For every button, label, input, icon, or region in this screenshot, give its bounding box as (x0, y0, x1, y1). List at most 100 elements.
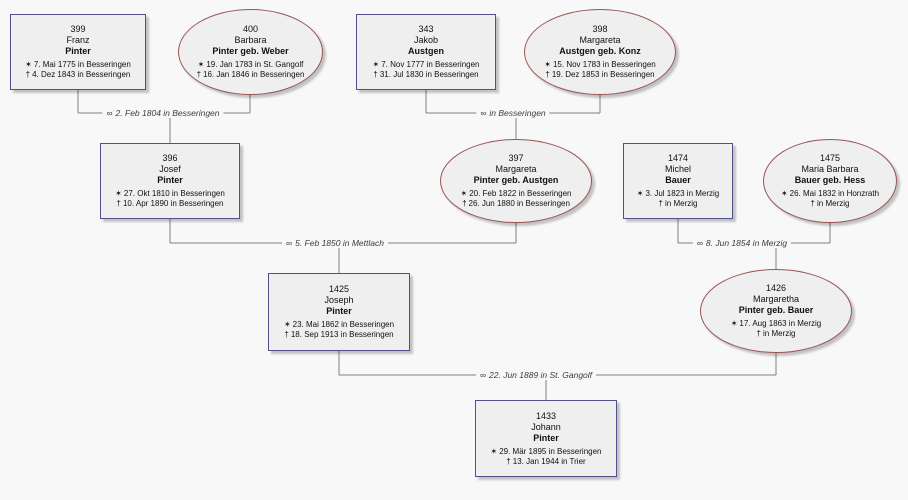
death-line: †31. Jul 1830 in Besseringen (373, 70, 478, 80)
person-card-398[interactable]: 398 Margareta Austgen geb. Konz ✶15. Nov… (524, 9, 676, 95)
person-id: 1426 (765, 283, 787, 293)
death-cross-icon: † (284, 330, 289, 339)
death-line: †26. Jun 1880 in Besseringen (462, 199, 570, 209)
person-id: 398 (592, 24, 608, 34)
person-id: 343 (418, 24, 434, 34)
surname: Pinter (533, 432, 559, 443)
surname: Pinter geb. Austgen (473, 175, 559, 185)
person-id: 1433 (535, 410, 557, 421)
person-card-399[interactable]: 399 Franz Pinter ✶7. Mai 1775 in Besseri… (10, 14, 146, 90)
birth-text: 15. Nov 1783 in Besseringen (552, 60, 656, 69)
given-name: Jakob (413, 35, 439, 45)
marriage-text: 8. Jun 1854 in Merzig (705, 238, 788, 248)
person-id: 1475 (819, 153, 841, 163)
death-text: in Merzig (763, 329, 796, 338)
person-card-1474[interactable]: 1474 Michel Bauer ✶3. Jul 1823 in Merzig… (623, 143, 733, 219)
person-card-343[interactable]: 343 Jakob Austgen ✶7. Nov 1777 in Besser… (356, 14, 496, 90)
birth-text: 29. Mär 1895 in Besseringen (499, 446, 602, 456)
death-cross-icon: † (658, 199, 663, 208)
birth-line: ✶3. Jul 1823 in Merzig (637, 189, 720, 199)
given-name: Margareta (495, 164, 537, 174)
marriage-label-5: ∞22. Jun 1889 in St. Gangolf (475, 370, 597, 380)
death-text: 4. Dez 1843 in Besseringen (32, 70, 131, 79)
person-card-397[interactable]: 397 Margareta Pinter geb. Austgen ✶20. F… (440, 139, 592, 223)
death-text: in Merzig (817, 199, 850, 208)
person-card-1433[interactable]: 1433 Johann Pinter ✶29. Mär 1895 in Bess… (475, 400, 617, 477)
person-card-1475[interactable]: 1475 Maria Barbara Bauer geb. Hess ✶26. … (763, 139, 897, 223)
birth-star-icon: ✶ (25, 60, 32, 69)
birth-star-icon: ✶ (283, 320, 291, 329)
marriage-icon: ∞ (286, 238, 293, 248)
marriage-text: 5. Feb 1850 in Mettlach (295, 238, 384, 248)
person-id: 399 (70, 24, 86, 34)
person-id: 1425 (328, 284, 350, 294)
death-cross-icon: † (462, 199, 467, 208)
surname: Pinter (65, 46, 91, 56)
death-line: †16. Jan 1846 in Besseringen (197, 70, 305, 80)
birth-star-icon: ✶ (490, 446, 498, 456)
birth-text: 17. Aug 1863 in Merzig (739, 319, 822, 328)
person-card-400[interactable]: 400 Barbara Pinter geb. Weber ✶19. Jan 1… (178, 9, 323, 95)
birth-star-icon: ✶ (372, 60, 380, 69)
person-id: 400 (242, 24, 259, 34)
birth-text: 7. Mai 1775 in Besseringen (33, 60, 131, 69)
surname: Bauer (665, 175, 691, 185)
death-line: †13. Jan 1944 in Trier (506, 457, 585, 467)
death-text: 19. Dez 1853 in Besseringen (551, 70, 655, 79)
surname: Austgen geb. Konz (559, 46, 641, 56)
marriage-label-1: ∞2. Feb 1804 in Besseringen (102, 108, 224, 118)
birth-text: 3. Jul 1823 in Merzig (645, 189, 720, 198)
birth-line: ✶19. Jan 1783 in St. Gangolf (198, 60, 304, 70)
death-cross-icon: † (25, 70, 31, 79)
given-name: Maria Barbara (801, 164, 859, 174)
marriage-icon: ∞ (106, 108, 113, 118)
birth-line: ✶27. Okt 1810 in Besseringen (115, 189, 225, 199)
death-cross-icon: † (116, 199, 121, 208)
birth-text: 27. Okt 1810 in Besseringen (123, 189, 225, 198)
death-line: †19. Dez 1853 in Besseringen (545, 70, 654, 80)
person-card-1426[interactable]: 1426 Margaretha Pinter geb. Bauer ✶17. A… (700, 269, 852, 353)
marriage-label-4: ∞8. Jun 1854 in Merzig (692, 238, 792, 248)
death-cross-icon: † (545, 70, 550, 79)
birth-line: ✶23. Mai 1862 in Besseringen (284, 320, 394, 330)
death-cross-icon: † (373, 70, 378, 79)
death-text: 31. Jul 1830 in Besseringen (379, 70, 479, 79)
marriage-label-2: ∞in Besseringen (476, 108, 550, 118)
given-name: Joseph (324, 295, 354, 305)
birth-line: ✶26. Mai 1832 in Honzrath (781, 189, 879, 199)
surname: Pinter geb. Weber (212, 46, 289, 56)
person-id: 1474 (667, 153, 689, 163)
death-line: †in Merzig (659, 199, 698, 209)
death-cross-icon: † (756, 329, 761, 338)
death-line: †in Merzig (811, 199, 850, 209)
person-id: 396 (162, 153, 178, 163)
marriage-text: 22. Jun 1889 in St. Gangolf (489, 370, 593, 380)
person-card-1425[interactable]: 1425 Joseph Pinter ✶23. Mai 1862 in Bess… (268, 273, 410, 351)
given-name: Johann (531, 421, 561, 432)
surname: Pinter (157, 175, 183, 185)
birth-star-icon: ✶ (115, 189, 122, 198)
birth-text: 20. Feb 1822 in Besseringen (469, 189, 572, 198)
death-line: †in Merzig (757, 329, 796, 339)
birth-line: ✶7. Mai 1775 in Besseringen (25, 60, 131, 70)
birth-line: ✶15. Nov 1783 in Besseringen (544, 60, 655, 70)
marriage-icon: ∞ (480, 108, 487, 118)
surname: Pinter geb. Bauer (738, 305, 814, 315)
death-cross-icon: † (196, 70, 202, 79)
birth-line: ✶7. Nov 1777 in Besseringen (373, 60, 480, 70)
birth-star-icon: ✶ (197, 60, 205, 69)
death-line: †4. Dez 1843 in Besseringen (26, 70, 131, 80)
given-name: Barbara (234, 35, 267, 45)
given-name: Michel (664, 164, 691, 174)
marriage-text: in Besseringen (489, 108, 546, 118)
birth-line: ✶29. Mär 1895 in Besseringen (491, 447, 602, 457)
surname: Austgen (408, 46, 444, 56)
birth-line: ✶20. Feb 1822 in Besseringen (461, 189, 572, 199)
birth-text: 26. Mai 1832 in Honzrath (789, 189, 880, 198)
death-line: †10. Apr 1890 in Besseringen (117, 199, 224, 209)
death-cross-icon: † (506, 456, 511, 466)
person-card-396[interactable]: 396 Josef Pinter ✶27. Okt 1810 in Besser… (100, 143, 240, 219)
death-text: in Merzig (665, 199, 698, 208)
death-text: 26. Jun 1880 in Besseringen (468, 199, 570, 208)
